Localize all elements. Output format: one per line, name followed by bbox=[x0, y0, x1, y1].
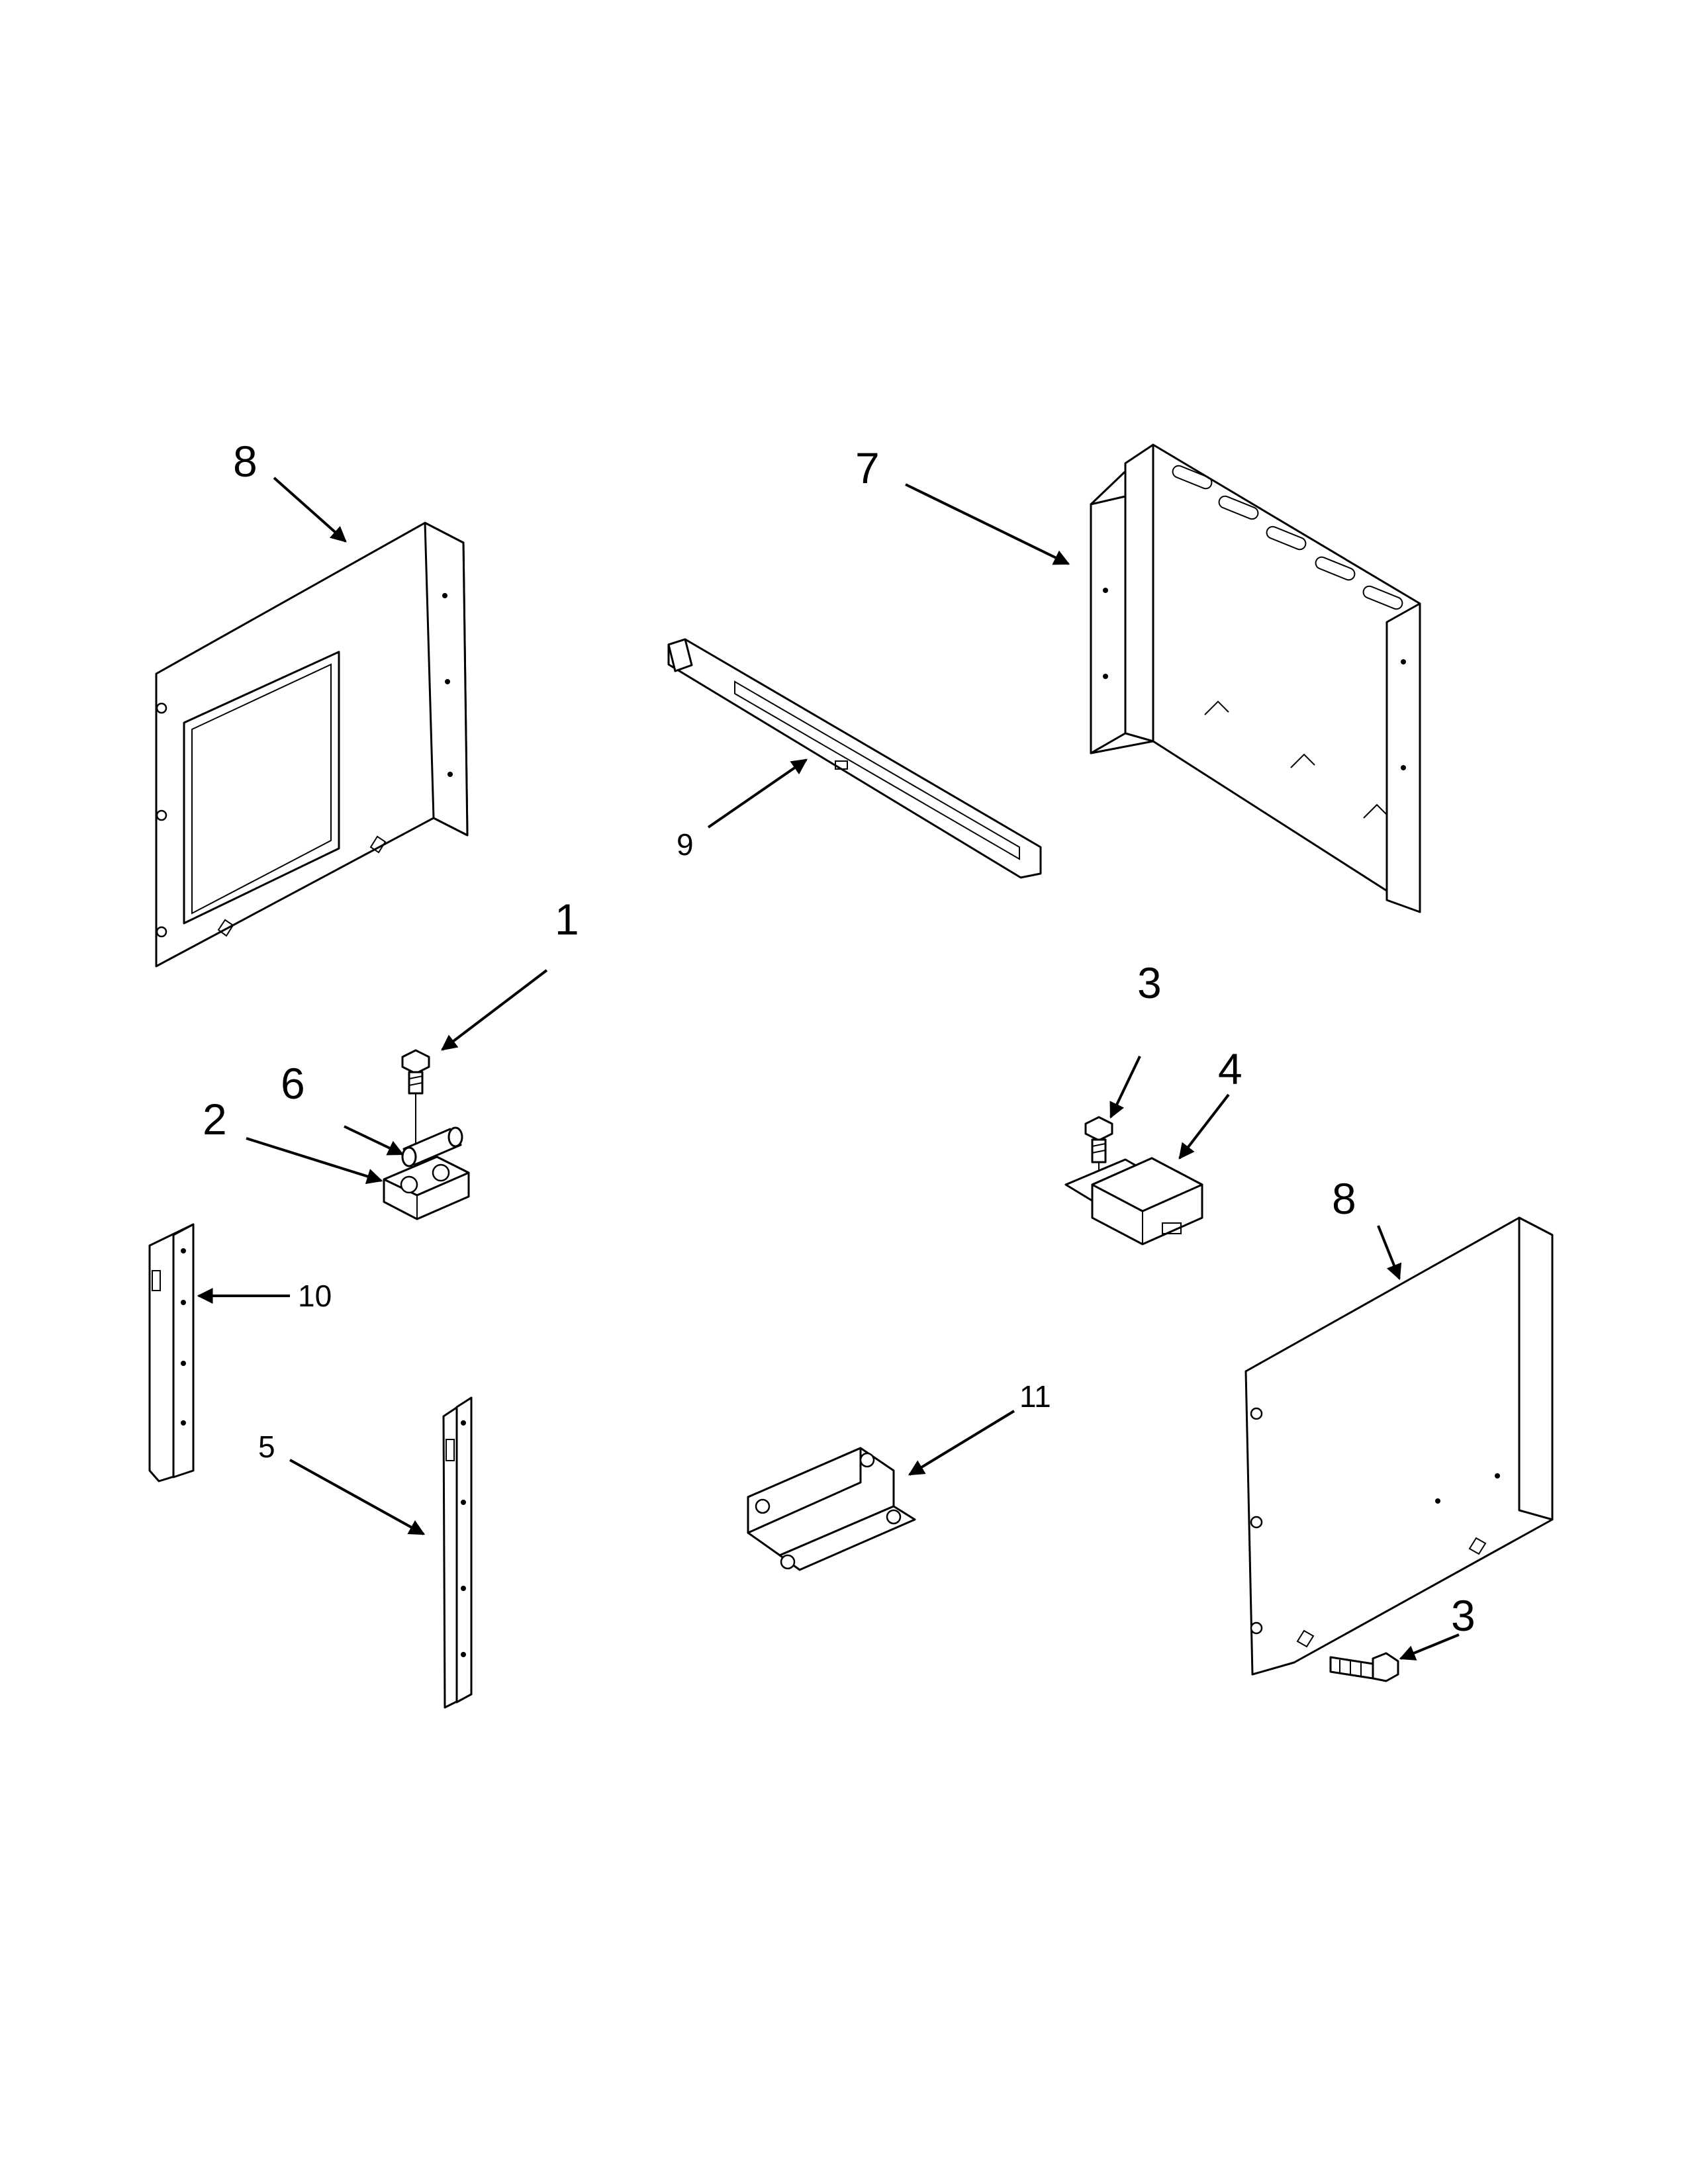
leader-5 bbox=[289, 1459, 426, 1535]
callout-3-lower: 3 bbox=[1451, 1591, 1476, 1640]
screw-left bbox=[401, 1049, 430, 1165]
vertical-bracket-middle bbox=[442, 1396, 473, 1709]
callout-10: 10 bbox=[298, 1279, 332, 1313]
callout-8-upper: 8 bbox=[233, 437, 258, 486]
z-bracket bbox=[747, 1447, 916, 1571]
callout-3-middle: 3 bbox=[1137, 958, 1162, 1007]
callout-4: 4 bbox=[1218, 1044, 1243, 1093]
callout-7: 7 bbox=[855, 443, 880, 492]
leader-8-lower bbox=[1377, 1225, 1402, 1281]
fuse bbox=[401, 1126, 463, 1167]
leader-1 bbox=[441, 969, 548, 1051]
callout-1: 1 bbox=[555, 895, 579, 944]
side-panel-lower-right bbox=[1244, 1216, 1554, 1676]
leader-11 bbox=[908, 1410, 1015, 1476]
callout-11: 11 bbox=[1019, 1379, 1051, 1414]
fuse-holder bbox=[383, 1156, 470, 1220]
leader-3-lower bbox=[1399, 1633, 1460, 1661]
screw-middle bbox=[1084, 1116, 1113, 1185]
control-module bbox=[1064, 1157, 1203, 1246]
leader-3-middle bbox=[1109, 1056, 1141, 1119]
callout-2: 2 bbox=[203, 1095, 227, 1144]
support-rail bbox=[667, 638, 1042, 879]
leader-4 bbox=[1178, 1093, 1230, 1160]
screw-lower-right bbox=[1329, 1652, 1399, 1682]
rear-panel-upper-right bbox=[1090, 443, 1421, 913]
leader-8-upper bbox=[273, 477, 347, 543]
leader-6 bbox=[344, 1125, 404, 1156]
callout-6: 6 bbox=[281, 1059, 305, 1108]
side-panel-upper-left bbox=[155, 522, 469, 968]
leader-9 bbox=[707, 758, 808, 829]
vertical-bracket-left bbox=[148, 1223, 195, 1482]
callout-5: 5 bbox=[258, 1430, 275, 1464]
callout-8-lower: 8 bbox=[1332, 1174, 1356, 1223]
leader-2 bbox=[246, 1137, 383, 1184]
leader-7 bbox=[905, 483, 1070, 565]
callout-9: 9 bbox=[677, 827, 694, 862]
